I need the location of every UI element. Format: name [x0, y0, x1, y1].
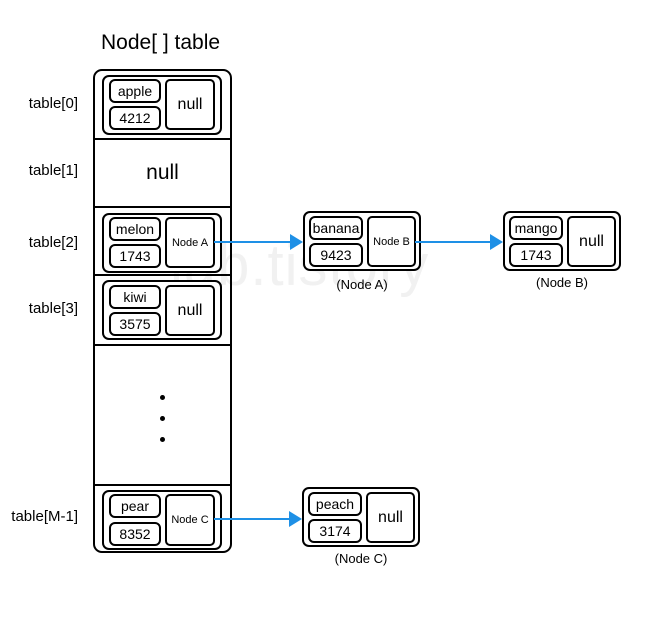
node-table	[93, 69, 232, 553]
node-hash: 1743	[109, 244, 161, 268]
node-hash: 4212	[109, 106, 161, 130]
node-b-caption: (Node B)	[535, 275, 589, 290]
node-key: banana	[309, 216, 363, 240]
diagram-title: Node[ ] table	[101, 31, 221, 54]
table-divider	[95, 138, 230, 140]
node-key: pear	[109, 494, 161, 518]
node-hash: 3174	[308, 519, 362, 543]
node-key: apple	[109, 79, 161, 103]
ellipsis-dot	[160, 395, 165, 400]
node-next: null	[567, 216, 616, 267]
node-hash: 1743	[509, 243, 563, 267]
node-next-pointer: Node C	[165, 494, 215, 546]
arrow-node-a-head	[290, 234, 303, 250]
row-label-2: table[2]	[28, 234, 78, 251]
table-null-1: null	[146, 161, 179, 184]
row-label-3: table[3]	[28, 300, 78, 317]
node-next: null	[366, 492, 415, 543]
node-next-pointer: Node B	[367, 216, 416, 267]
node-hash: 8352	[109, 522, 161, 546]
table-divider	[95, 484, 230, 486]
table-divider	[95, 344, 230, 346]
table-divider	[95, 274, 230, 276]
node-hash: 3575	[109, 312, 161, 336]
arrow-node-b-head	[490, 234, 503, 250]
ellipsis-dot	[160, 416, 165, 421]
node-c-caption: (Node C)	[334, 551, 388, 566]
node-next: null	[165, 79, 215, 130]
node-hash: 9423	[309, 243, 363, 267]
arrow-node-c-head	[289, 511, 302, 527]
node-next: null	[165, 285, 215, 336]
row-label-0: table[0]	[28, 95, 78, 112]
ellipsis-dot	[160, 437, 165, 442]
node-a-caption: (Node A)	[336, 277, 388, 292]
node-key: peach	[308, 492, 362, 516]
row-label-1: table[1]	[28, 162, 78, 179]
table-divider	[95, 206, 230, 208]
node-key: mango	[509, 216, 563, 240]
node-key: melon	[109, 217, 161, 241]
node-key: kiwi	[109, 285, 161, 309]
row-label-m-1: table[M-1]	[11, 508, 78, 525]
